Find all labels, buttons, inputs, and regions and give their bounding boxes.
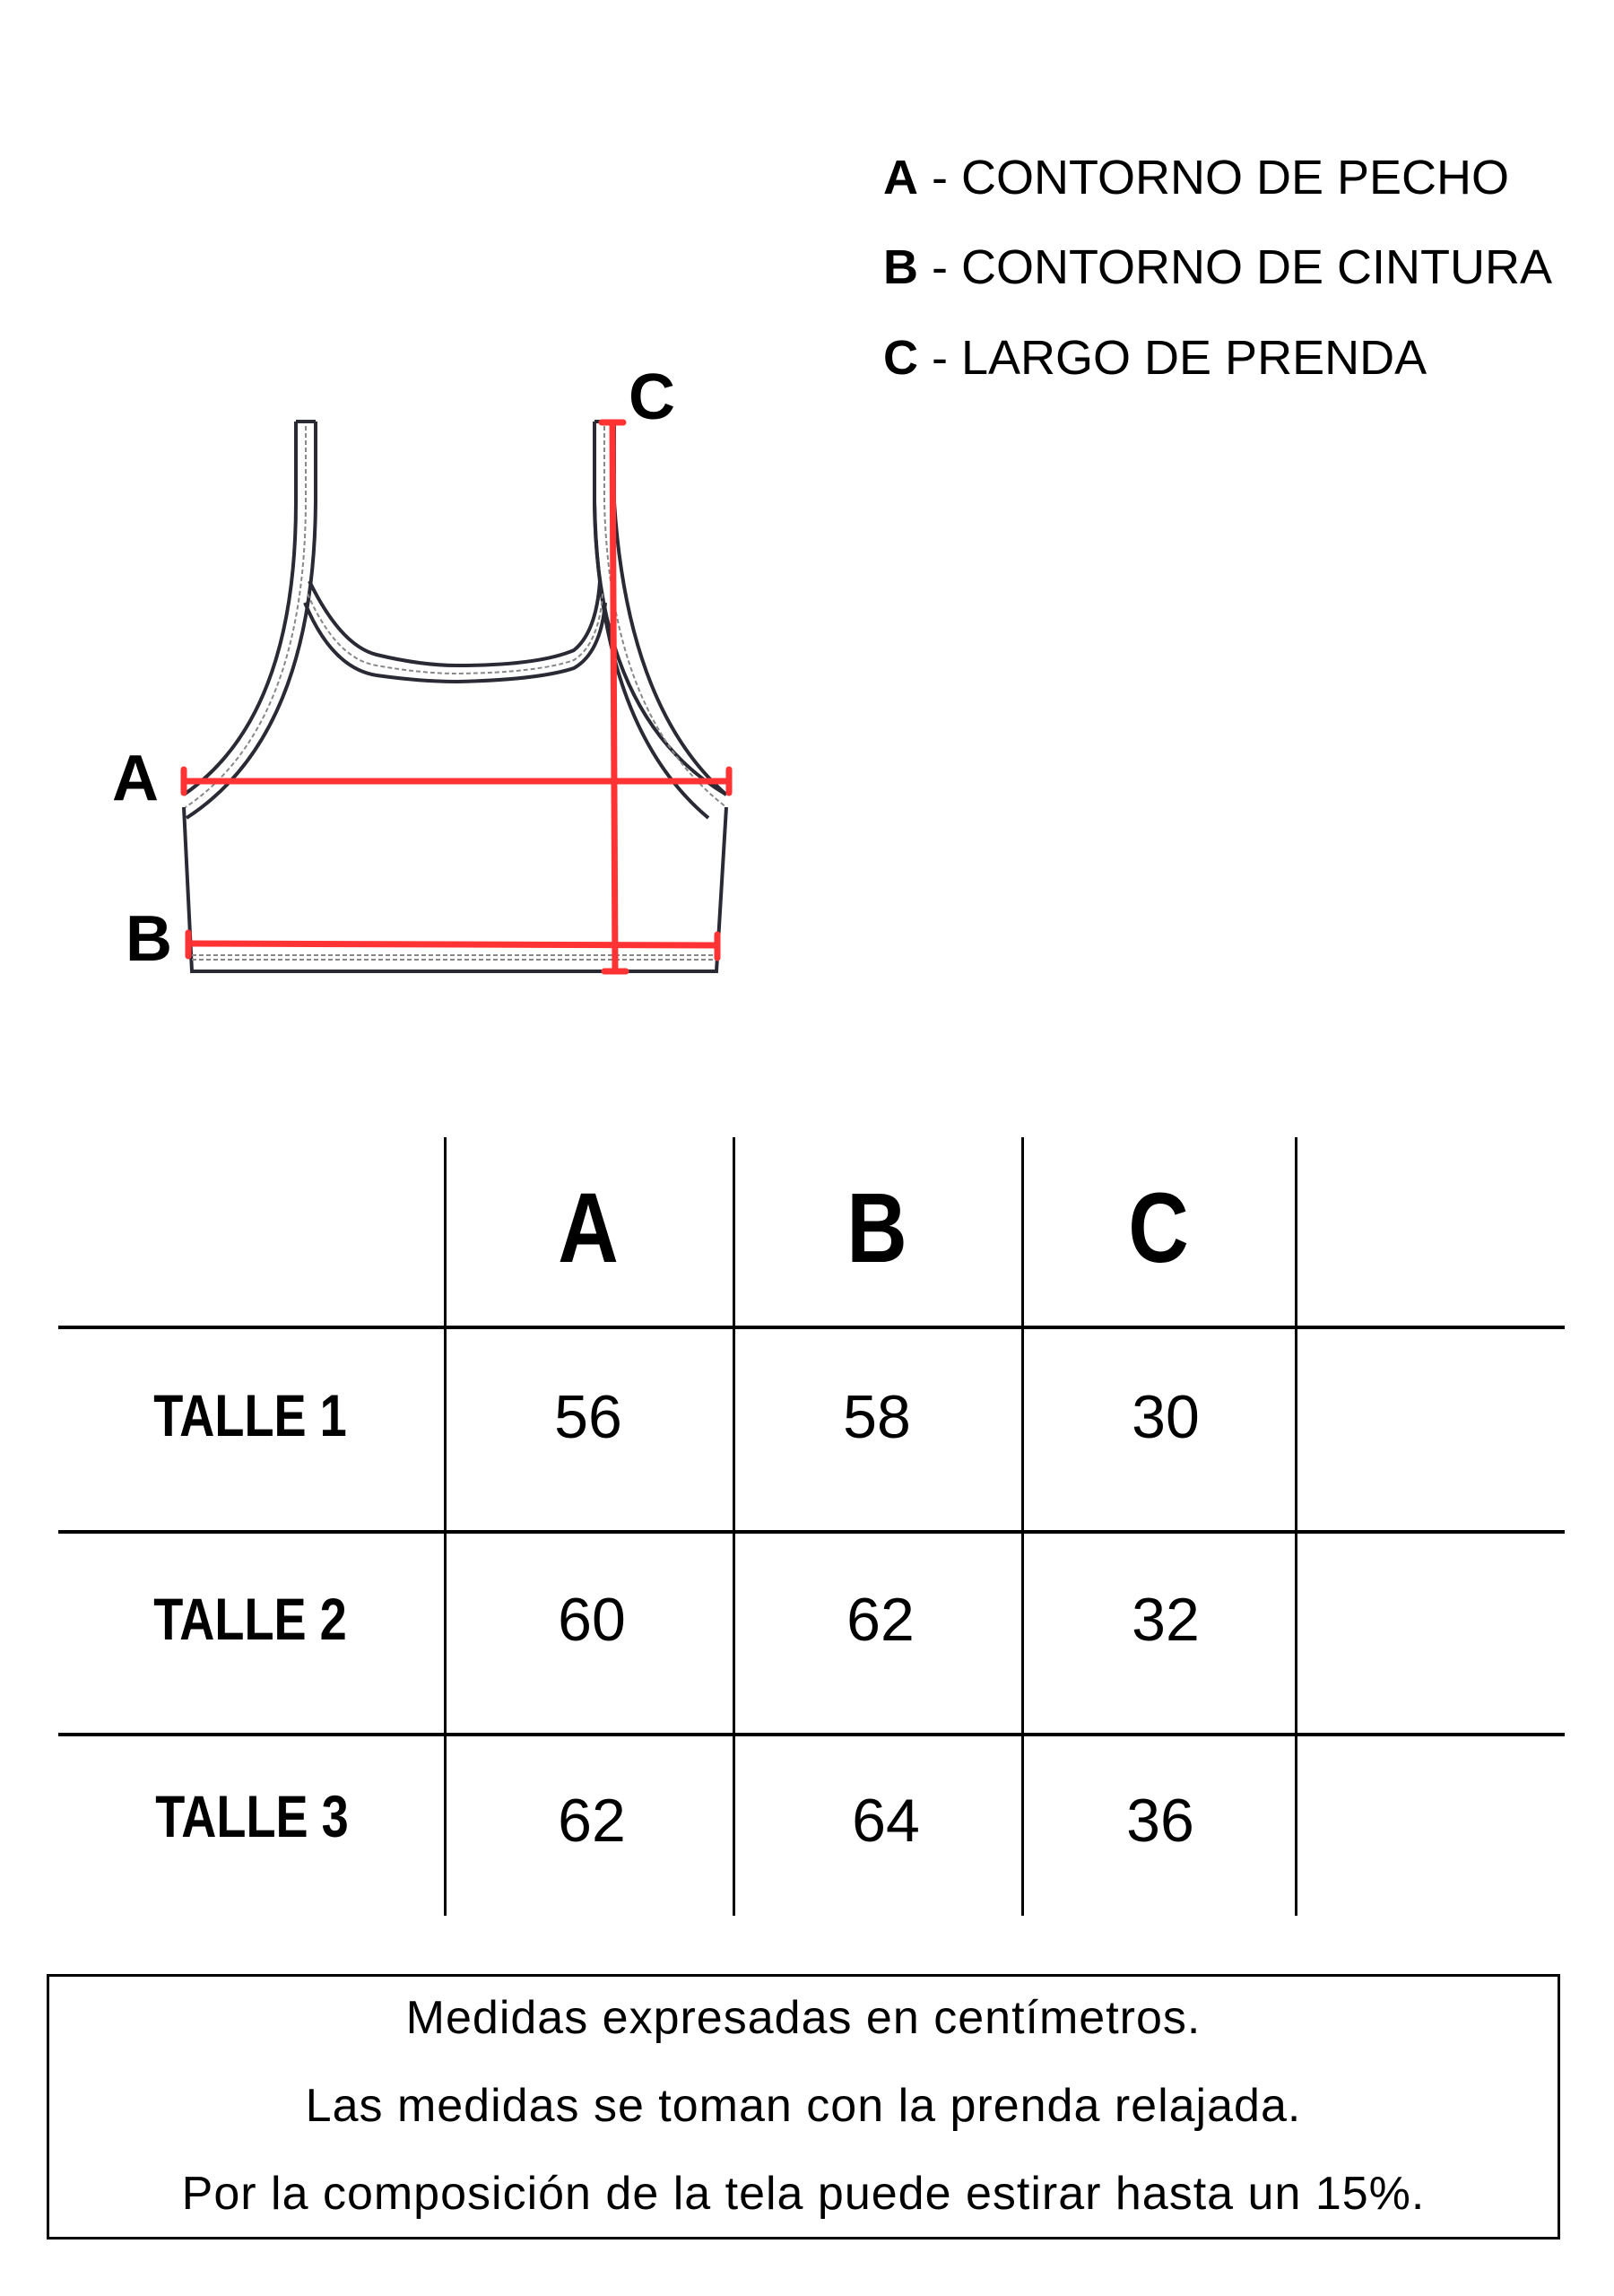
- diagram-label-c: C: [629, 361, 675, 433]
- table-cell: 60: [558, 1586, 626, 1654]
- table-cell: 58: [843, 1383, 911, 1451]
- table-cell: 62: [558, 1787, 626, 1855]
- note-line: Por la composición de la tela puede esti…: [181, 2168, 1426, 2220]
- legend-text: - CONTORNO DE PECHO: [918, 151, 1510, 204]
- table-divider: [444, 1137, 447, 1916]
- legend-item-a: A - CONTORNO DE PECHO: [883, 153, 1509, 202]
- table-cell: 62: [846, 1586, 915, 1654]
- legend-text: - LARGO DE PRENDA: [918, 331, 1427, 385]
- legend-item-b: B - CONTORNO DE CINTURA: [883, 243, 1552, 291]
- table-cell: 32: [1132, 1586, 1200, 1654]
- diagram-label-a: A: [112, 743, 159, 814]
- diagram-label-b: B: [126, 903, 172, 975]
- column-header-c: C: [1128, 1173, 1189, 1283]
- measure-lines: [180, 419, 733, 975]
- garment-outline: [182, 420, 728, 973]
- legend-item-c: C - LARGO DE PRENDA: [883, 334, 1427, 382]
- row-label: TALLE 3: [155, 1783, 349, 1849]
- table-divider: [58, 1530, 1565, 1534]
- note-line: Las medidas se toman con la prenda relaj…: [305, 2080, 1302, 2132]
- measure-line-c: [609, 419, 619, 975]
- column-header-a: A: [558, 1173, 619, 1283]
- measure-line-b: [185, 940, 721, 949]
- table-divider: [733, 1137, 735, 1916]
- legend-key: B: [883, 240, 918, 294]
- table-cell: 64: [852, 1787, 920, 1855]
- column-header-b: B: [846, 1173, 907, 1283]
- notes-box: Medidas expresadas en centímetros. Las m…: [47, 1974, 1560, 2239]
- table-divider: [1021, 1137, 1024, 1916]
- row-label: TALLE 2: [153, 1586, 347, 1652]
- table-divider: [1295, 1137, 1297, 1916]
- legend-text: - CONTORNO DE CINTURA: [918, 240, 1553, 294]
- legend-key: A: [883, 151, 918, 204]
- table-cell: 36: [1126, 1787, 1194, 1855]
- row-label: TALLE 1: [153, 1382, 347, 1448]
- legend-key: C: [883, 331, 918, 385]
- note-line: Medidas expresadas en centímetros.: [405, 1992, 1202, 2044]
- table-cell: 56: [554, 1383, 622, 1451]
- table-cell: 30: [1132, 1383, 1200, 1451]
- stitching: [185, 426, 727, 961]
- garment-diagram: [180, 419, 733, 975]
- table-divider: [58, 1733, 1565, 1736]
- table-divider: [58, 1326, 1565, 1329]
